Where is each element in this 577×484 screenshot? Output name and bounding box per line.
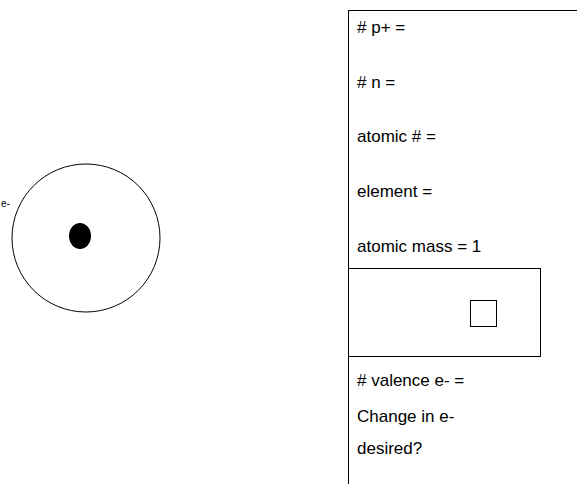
field-label: # n =	[357, 73, 567, 93]
checkbox	[471, 301, 497, 327]
field-label: # valence e- =	[357, 371, 567, 391]
nucleus	[69, 223, 91, 249]
electron-orbit	[12, 164, 160, 312]
answer-box	[349, 269, 541, 357]
field-label: element =	[357, 182, 567, 202]
electron-label: e-	[1, 198, 10, 210]
field-label: # p+ =	[357, 18, 567, 38]
field-label: Change in e- desired?	[357, 401, 477, 465]
worksheet-panel: # p+ = # n = atomic # = element = atomic mas…	[348, 10, 577, 484]
field-label: atomic mass = 1	[357, 237, 567, 257]
field-label: atomic # =	[357, 127, 567, 147]
